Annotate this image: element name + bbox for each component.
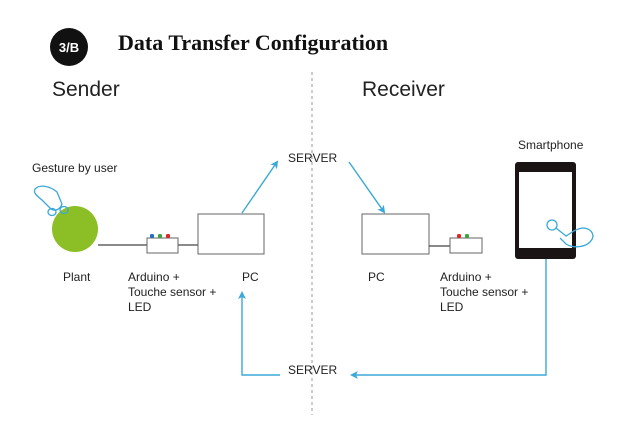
- receiver-arduino-box: [449, 237, 483, 254]
- led-indicator: [166, 234, 170, 238]
- sender-leds: [150, 234, 170, 238]
- led-indicator: [457, 234, 461, 238]
- step-badge: 3/B: [50, 28, 88, 66]
- sender-pc-label: PC: [242, 270, 259, 284]
- led-indicator: [158, 234, 162, 238]
- gesture-label: Gesture by user: [32, 161, 118, 175]
- led-indicator: [150, 234, 154, 238]
- plant-circle: [52, 206, 98, 252]
- led-indicator: [465, 234, 469, 238]
- touch-hand-icon: [546, 219, 594, 248]
- sender-arduino-box: [146, 237, 179, 254]
- arrow-phone-to-server: [350, 259, 547, 379]
- sender-arduino-label: Arduino + Touche sensor + LED: [128, 270, 216, 315]
- receiver-arduino-label-line2: Touche sensor +: [440, 285, 529, 299]
- sender-arduino-label-line2: Touche sensor +: [128, 285, 217, 299]
- receiver-pc-label: PC: [368, 270, 385, 284]
- receiver-pc-box: [361, 213, 430, 255]
- server-top-label: SERVER: [288, 151, 338, 165]
- sender-heading: Sender: [52, 78, 120, 101]
- page-title: Data Transfer Configuration: [118, 30, 389, 55]
- receiver-arduino-label-line1: Arduino +: [440, 270, 492, 284]
- arrow-sender-to-server: [241, 160, 279, 214]
- arrow-server-to-sender-pc: [238, 291, 280, 376]
- receiver-leds: [457, 234, 469, 238]
- server-bottom-label: SERVER: [288, 363, 338, 377]
- hand-gesture-icon: [33, 185, 69, 217]
- smartphone-label: Smartphone: [518, 138, 584, 152]
- receiver-arduino-label: Arduino + Touche sensor + LED: [440, 270, 528, 315]
- sender-pc-box: [197, 213, 265, 255]
- arrow-server-to-receiver: [348, 161, 386, 214]
- receiver-arduino-label-line3: LED: [440, 300, 464, 314]
- smartphone-screen: [519, 172, 572, 248]
- sender-arduino-label-line3: LED: [128, 300, 152, 314]
- plant-label: Plant: [63, 270, 91, 284]
- sender-arduino-label-line1: Arduino +: [128, 270, 180, 284]
- receiver-heading: Receiver: [362, 78, 445, 101]
